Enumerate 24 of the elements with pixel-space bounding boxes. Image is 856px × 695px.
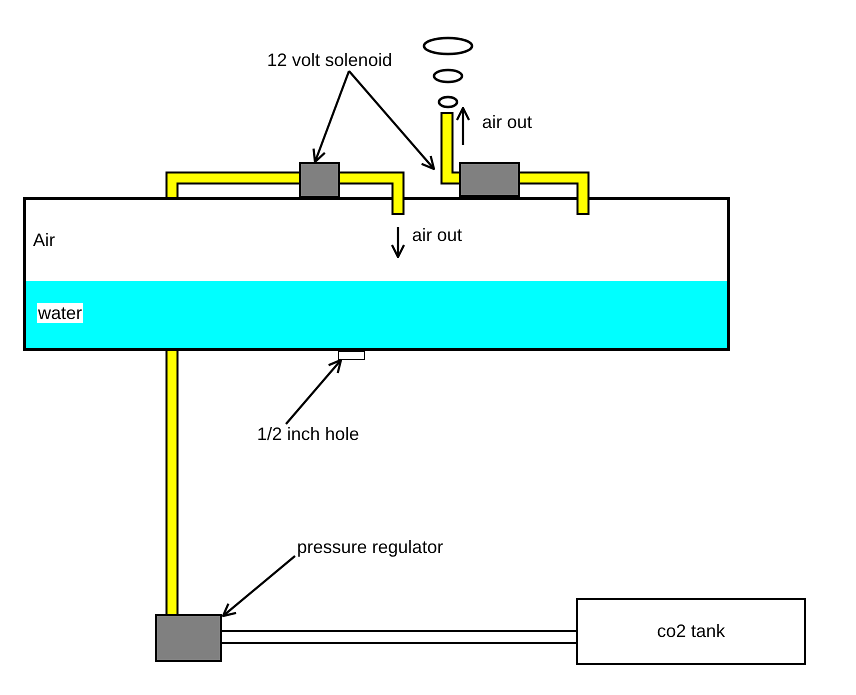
flow-label: air out [482,112,532,132]
solenoid-block [299,162,340,198]
solenoid-block [459,162,520,197]
pipe [340,174,402,213]
water-band [26,281,727,348]
pipe [221,630,577,644]
pipe [168,174,299,197]
gas-tank: co2 tank [576,598,806,665]
leader-arrow [285,358,342,425]
regulator-block [155,614,222,662]
leader-arrow [222,555,296,618]
pipe [442,114,459,182]
flow-label: air out [412,225,462,245]
hole [338,351,365,360]
zone-label: Air [33,230,55,250]
tank [23,197,730,351]
callout-label: pressure regulator [297,537,468,557]
leader-arrow [348,70,436,170]
callout-label: 12 volt solenoid [267,50,413,71]
callout-label: 1/2 inch hole [257,424,389,444]
pipe [520,174,588,213]
pipe [168,351,176,614]
zone-label: water [37,303,84,323]
leader-arrow [312,70,350,164]
